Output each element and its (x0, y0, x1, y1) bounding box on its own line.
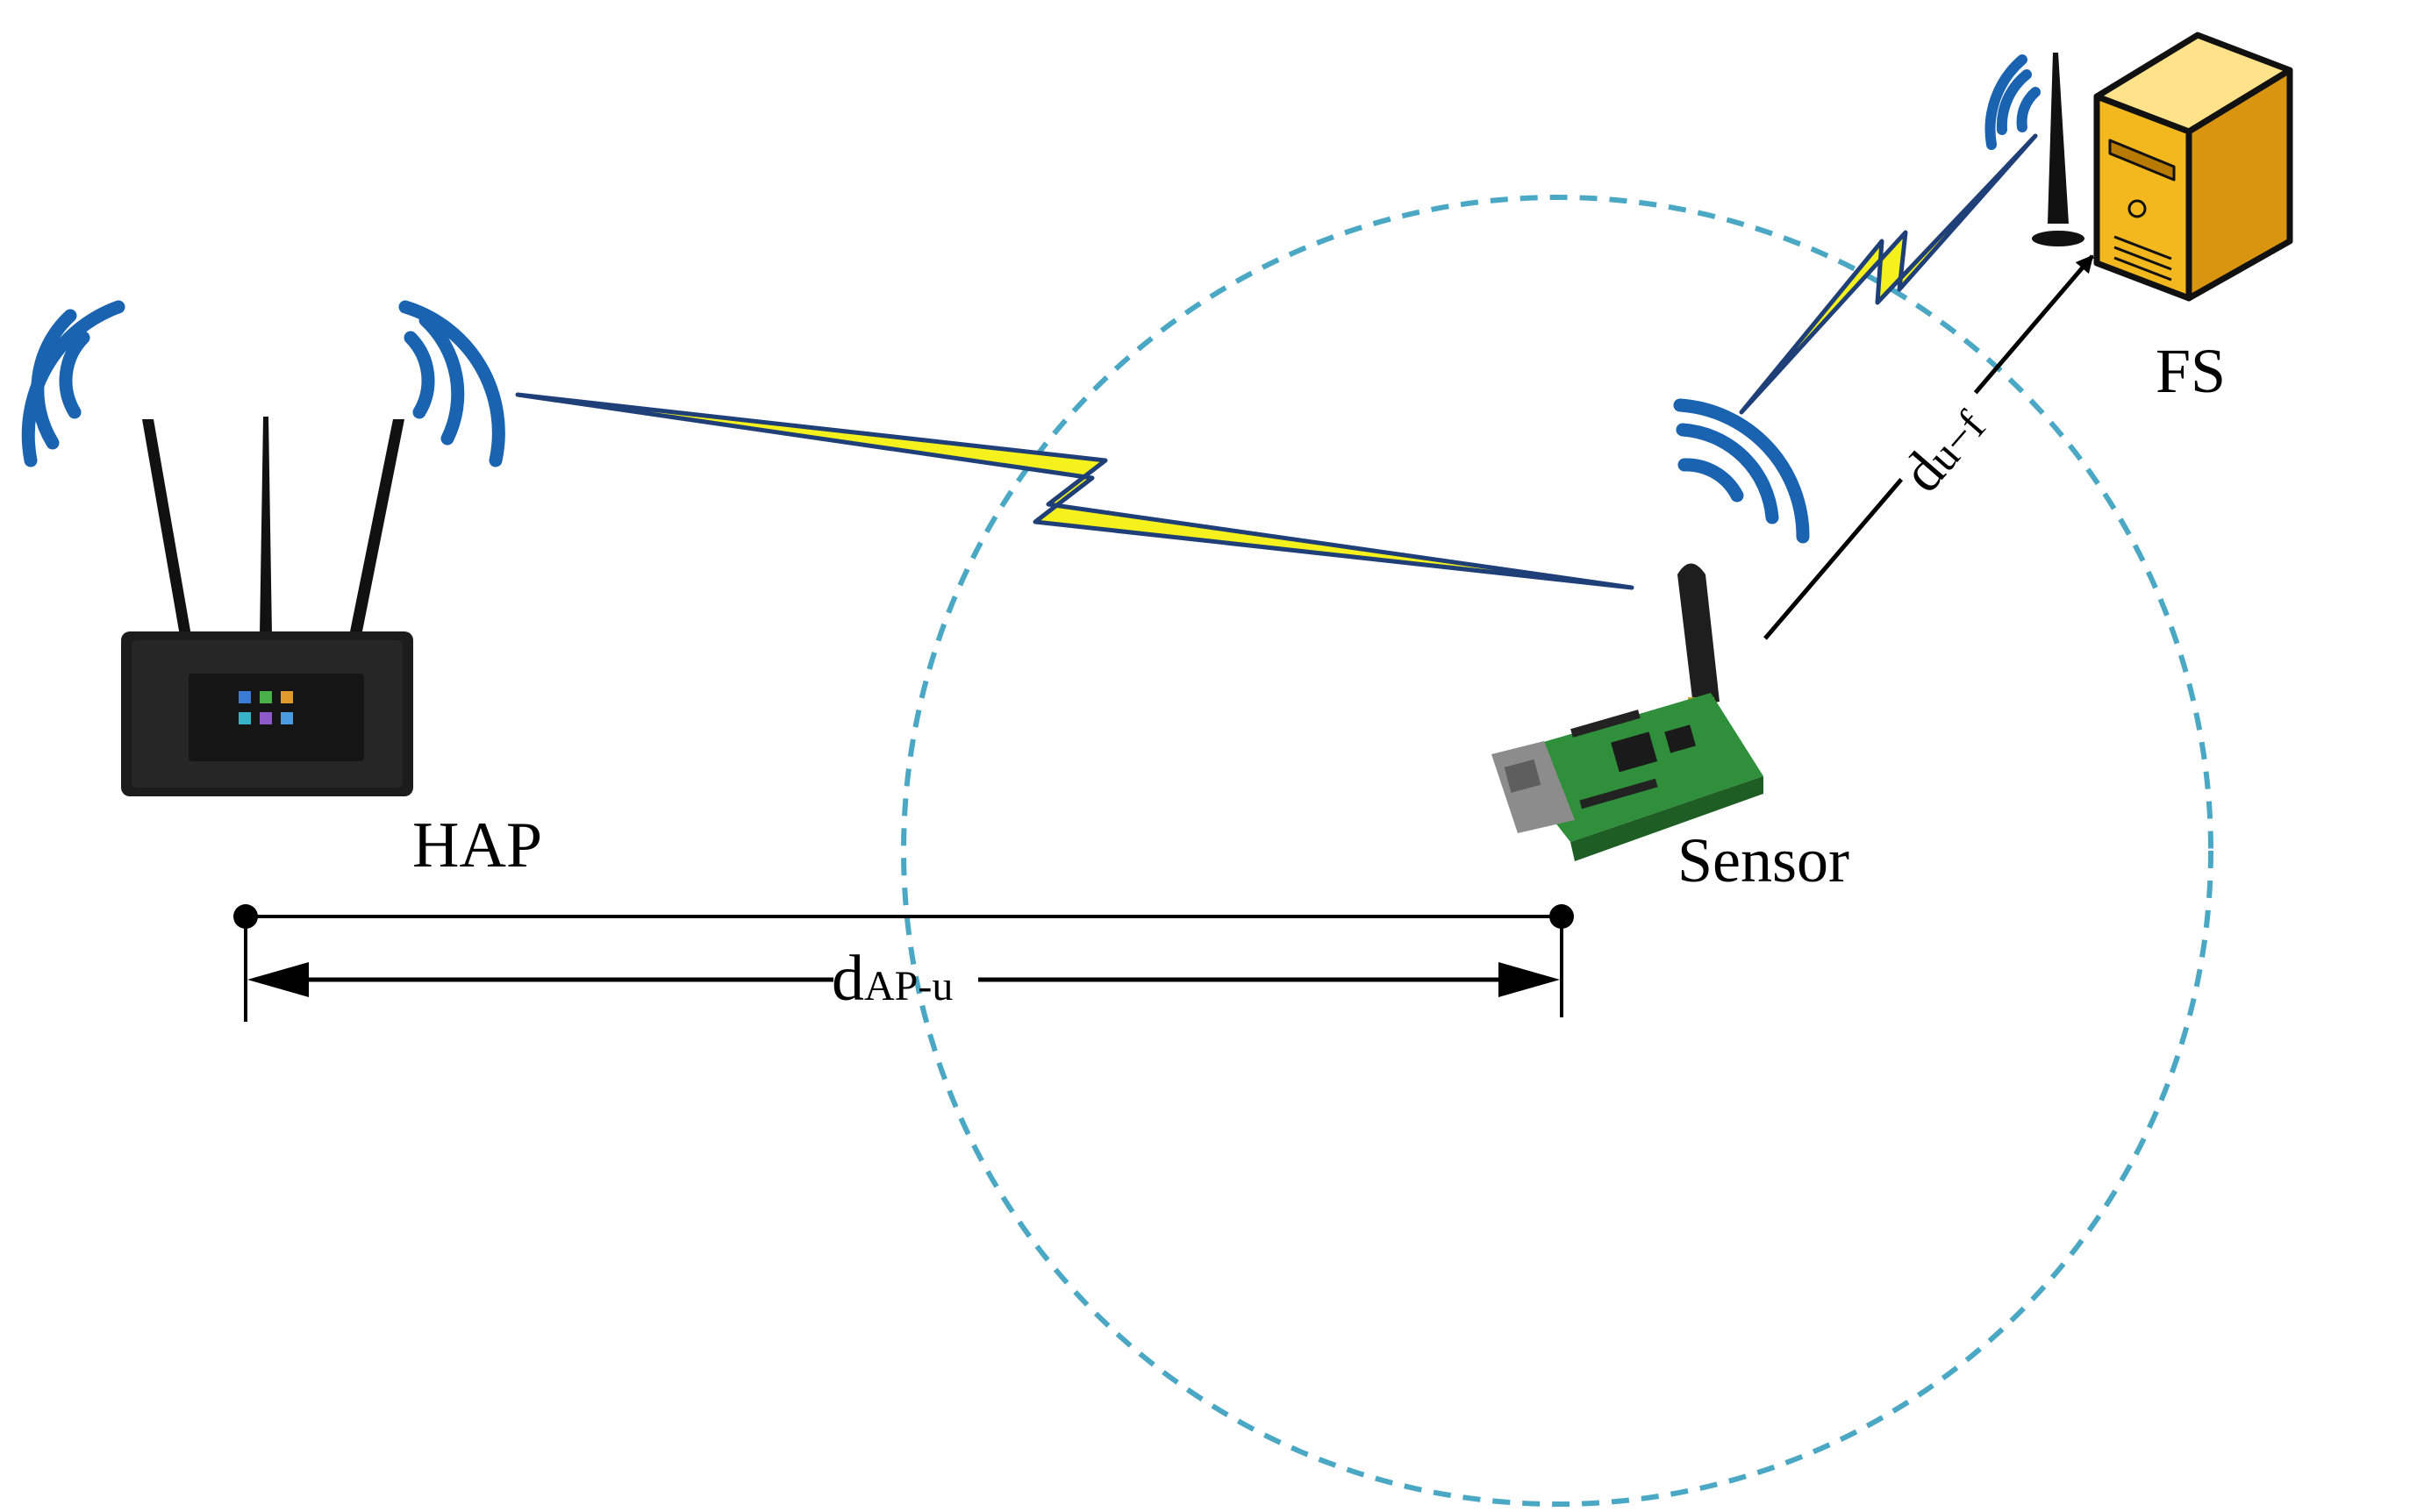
label-sensor: Sensor (1677, 825, 1849, 895)
wifi-signal-icon (1673, 398, 1810, 544)
antenna-icon (2032, 53, 2084, 246)
label-fs: FS (2156, 336, 2226, 406)
wifi-signal-icon (21, 300, 505, 467)
label-d-ap-u: d (832, 943, 864, 1015)
lightning-bolt-icon (1739, 133, 2038, 415)
lightning-bolt-icon (515, 392, 1634, 590)
label-d-ap-u-subscript: AP-u (864, 963, 953, 1009)
label-hap: HAP (412, 809, 542, 881)
coverage-circle (901, 195, 2213, 1507)
sensor-board-icon (1491, 563, 1763, 861)
router-icon (121, 417, 413, 796)
svg-text:dAP-u: dAP-u (832, 943, 953, 1015)
distance-dimension-ap-u (233, 904, 1574, 1022)
wifi-signal-icon (1984, 54, 2041, 150)
server-tower-icon (2093, 32, 2293, 302)
